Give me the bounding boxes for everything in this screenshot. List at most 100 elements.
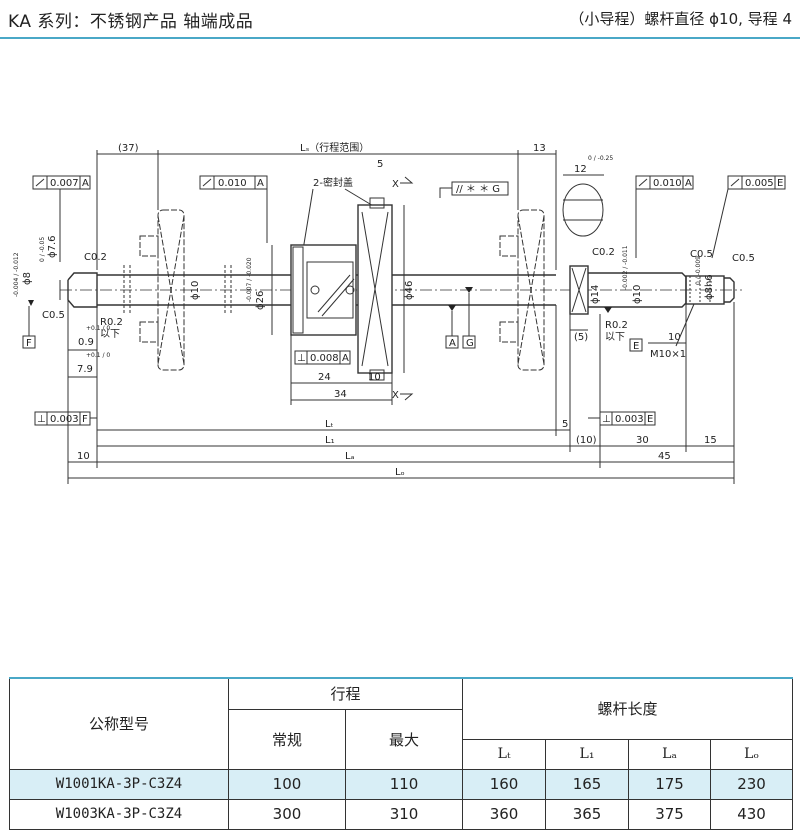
table-header-row-2: 常规 最大 [10, 708, 793, 770]
perp-symbol-e: ⊥ [602, 414, 611, 425]
lt-header: Lₜ [462, 738, 547, 770]
phi26: ϕ26 [255, 291, 266, 310]
perp-symbol-f: ⊥ [37, 414, 46, 425]
page-title: KA 系列：不锈钢产品 轴端成品 [8, 12, 254, 32]
lo-cell: 230 [710, 768, 794, 800]
page-header: KA 系列：不锈钢产品 轴端成品 （小导程）螺杆直径 ϕ10, 导程 4 [0, 0, 800, 40]
tol-h6: 0 / -0.009 [695, 256, 702, 285]
datum-f: F [26, 338, 32, 349]
dim-5-paren: (5) [574, 332, 588, 343]
phi46: ϕ46 [404, 281, 415, 300]
c05-right-1: C0.5 [690, 249, 713, 260]
runout-left-value: 0.007 [50, 178, 79, 189]
runout-end-datum: E [777, 178, 783, 189]
dim-ls: Lₛ（行程范围） [300, 141, 369, 154]
dim-13: 13 [533, 143, 546, 154]
spec-summary: （小导程）螺杆直径 ϕ10, 导程 4 [569, 10, 792, 28]
l1-cell: 165 [545, 768, 630, 800]
dim-5-bottom: 5 [562, 419, 568, 430]
section-x-bottom: X [392, 390, 399, 401]
lt-cell: 360 [462, 798, 547, 830]
la-cell: 175 [628, 768, 712, 800]
runout-mid-datum: A [257, 178, 264, 189]
normal-cell: 300 [228, 798, 346, 830]
dim-10-paren: (10) [576, 435, 597, 446]
c05-left: C0.5 [42, 310, 65, 321]
phi7-6: ϕ7.6 [47, 236, 58, 259]
seal-label: 2-密封盖 [313, 176, 353, 189]
datum-a: A [449, 338, 456, 349]
tol-phi26: -0.007 / -0.020 [246, 257, 253, 302]
length-header: 螺杆长度 [462, 677, 794, 740]
phi8h6: ϕ8h6 [704, 274, 715, 300]
thread-m10: M10×1 [650, 349, 686, 360]
perp-mid-value: 0.008 [310, 353, 339, 364]
perp-mid-datum: A [342, 353, 349, 364]
perp-e-datum: E [647, 414, 653, 425]
normal-cell: 100 [228, 768, 346, 800]
runout-right-datum: A [685, 178, 692, 189]
runout-end-value: 0.005 [745, 178, 774, 189]
tol-7-9: +0.1 / 0 [86, 352, 110, 359]
dim-15: 15 [704, 435, 717, 446]
phi10-left: ϕ10 [190, 281, 201, 300]
max-header: 最大 [344, 708, 464, 770]
runout-mid-value: 0.010 [218, 178, 247, 189]
section-x-top: X [392, 179, 399, 190]
runout-right-value: 0.010 [653, 178, 682, 189]
r02-left: R0.2 [100, 317, 123, 328]
datum-g: G [466, 338, 474, 349]
phi8-left: ϕ8 [22, 272, 33, 285]
yixia-right: 以下 [605, 332, 625, 343]
ball-screw-drawing: (37) Lₛ（行程范围） 13 12 0 / -0.25 0.007 A 0.… [13, 141, 786, 484]
datum-e: E [633, 341, 639, 352]
tol-phi7-6: 0 / -0.05 [39, 237, 46, 262]
model-cell: W1001KA-3P-C3Z4 [9, 768, 229, 800]
phi10-right: ϕ10 [632, 285, 643, 304]
dim-10-right: 10 [668, 332, 681, 343]
spec-table: 公称型号 行程 螺杆长度 常规 最大 Lₜ L₁ Lₐ Lₒ W1001KA-3… [9, 677, 794, 830]
l1-cell: 365 [545, 798, 630, 830]
stroke-header: 行程 [227, 677, 464, 710]
lt-cell: 160 [462, 768, 547, 800]
tol-phi8: -0.004 / -0.012 [13, 252, 20, 297]
table-row: W1003KA-3P-C3Z4 300 310 360 365 375 430 [9, 798, 794, 830]
lo-cell: 430 [710, 798, 794, 830]
model-header: 公称型号 [9, 677, 229, 770]
dim-l1: L₁ [325, 435, 335, 446]
runout-left-datum: A [82, 178, 89, 189]
dim-12: 12 [574, 164, 587, 175]
c05-right-2: C0.5 [732, 253, 755, 264]
dim-5-top: 5 [377, 159, 383, 170]
yixia-left: 以下 [100, 329, 120, 340]
dim-7-9: 7.9 [77, 364, 93, 375]
phi14: ϕ14 [590, 285, 601, 304]
dim-10-bottom: 10 [77, 451, 90, 462]
tol-0-9: +0.1 / 0 [86, 325, 110, 332]
dim-0-9: 0.9 [78, 337, 94, 348]
table-header-row-1: 公称型号 行程 螺杆长度 [9, 677, 794, 770]
parallelism-tol: // ＊ ＊ G [456, 184, 500, 195]
tol-12: 0 / -0.25 [588, 155, 613, 162]
dim-45: 45 [658, 451, 671, 462]
dim-10-mid: 10 [368, 372, 381, 383]
table-header-row-3: Lₜ L₁ Lₐ Lₒ [10, 738, 794, 770]
perp-symbol-mid: ⊥ [297, 353, 306, 364]
dim-37: (37) [118, 143, 139, 154]
lo-header: Lₒ [710, 738, 794, 770]
c02-right: C0.2 [592, 247, 615, 258]
dim-24: 24 [318, 372, 331, 383]
tol-phi10-right: -0.002 / -0.011 [622, 245, 629, 290]
normal-header: 常规 [228, 708, 346, 770]
dim-lo: Lₒ [395, 467, 405, 478]
max-cell: 110 [344, 768, 464, 800]
c02-left: C0.2 [84, 252, 107, 263]
dim-la: Lₐ [345, 451, 355, 462]
perp-f-datum: F [82, 414, 88, 425]
la-header: Lₐ [628, 738, 712, 770]
table-row: W1001KA-3P-C3Z4 100 110 160 165 175 230 [9, 768, 794, 800]
perp-f-value: 0.003 [50, 414, 79, 425]
perp-e-value: 0.003 [615, 414, 644, 425]
l1-header: L₁ [545, 738, 630, 770]
header-divider [0, 37, 800, 39]
